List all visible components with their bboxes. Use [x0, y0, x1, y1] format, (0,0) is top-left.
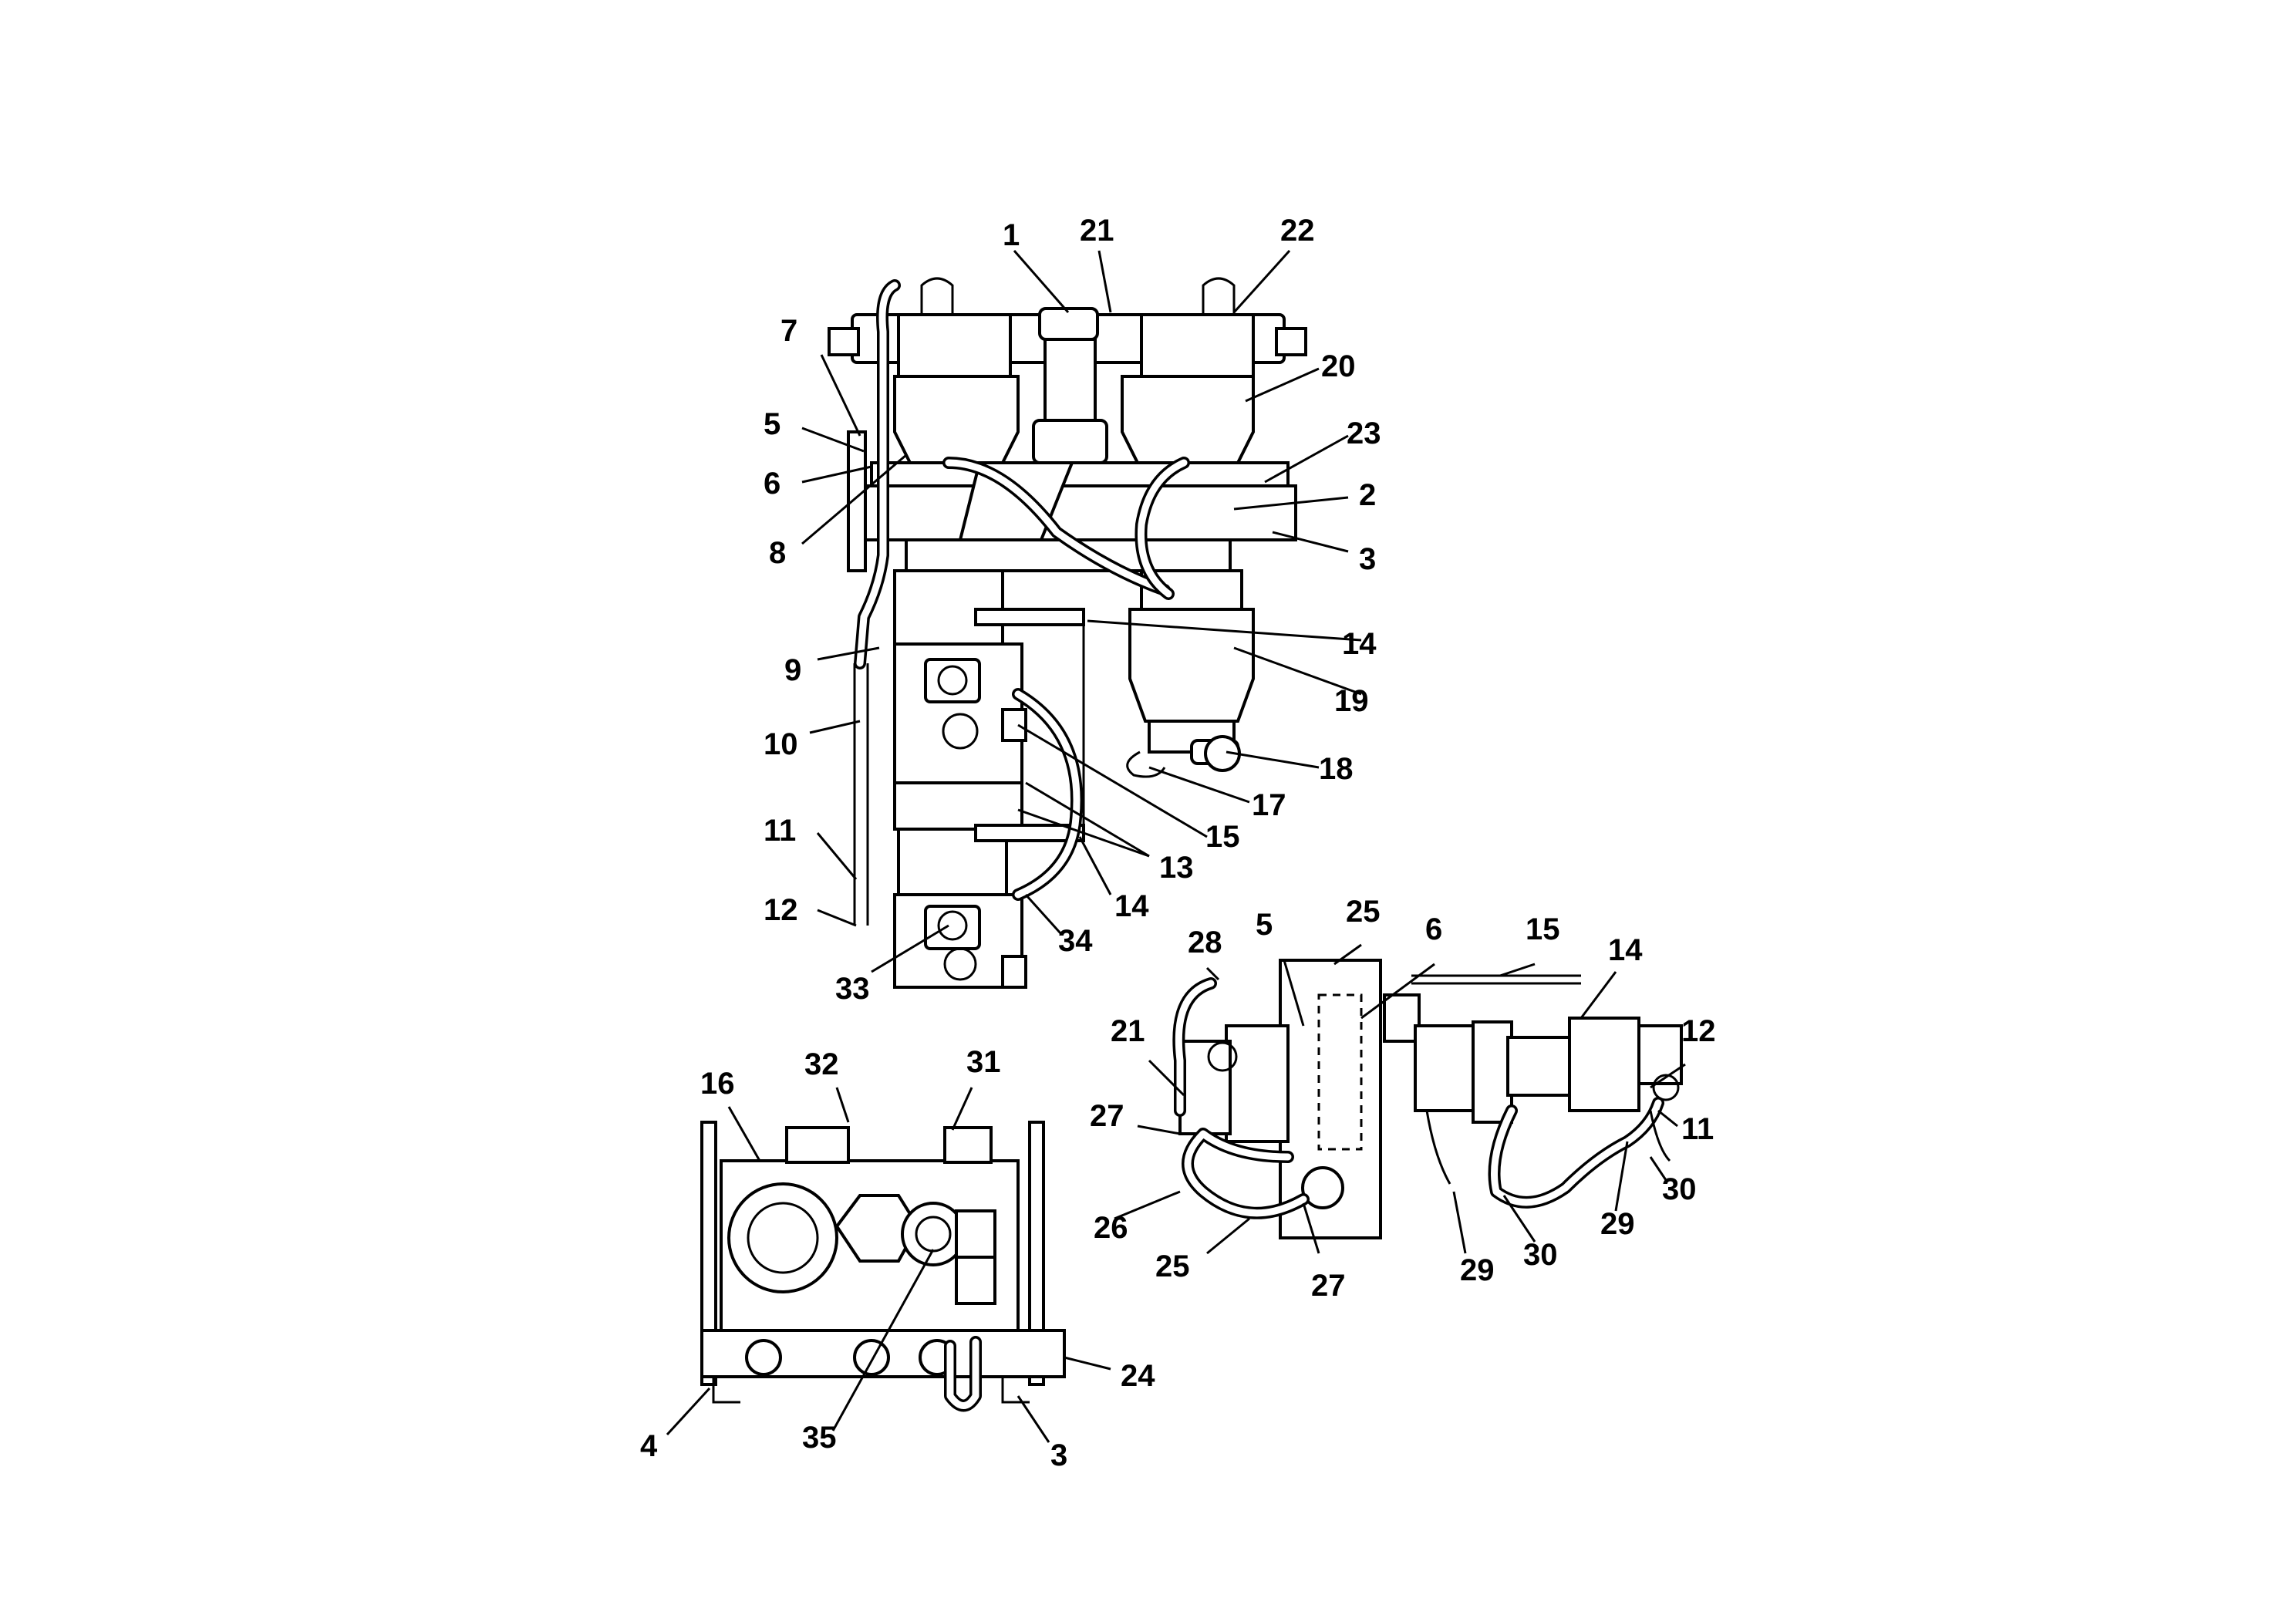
callout-10: 10: [764, 727, 798, 761]
callout-21: 21: [1080, 214, 1114, 248]
callout-23: 23: [1347, 416, 1381, 450]
callout-6: 6: [764, 467, 781, 501]
callouts-side-view: 25 28 5 6 15 14 21 12 27 11 30 26 29 25 …: [1090, 895, 1716, 1303]
callout-24: 24: [1121, 1359, 1155, 1393]
callout-34: 34: [1058, 924, 1093, 958]
callout-4: 4: [640, 1429, 658, 1463]
callout-13: 13: [1159, 851, 1194, 885]
callout-2: 2: [1359, 478, 1376, 512]
callout-30-right: 30: [1662, 1172, 1697, 1206]
callout-15-side: 15: [1526, 912, 1560, 946]
pump-assembly-front-view: [828, 277, 1307, 989]
callout-6-side: 6: [1425, 912, 1442, 946]
callout-30-left: 30: [1523, 1238, 1558, 1272]
callout-28: 28: [1188, 926, 1222, 959]
callout-14-mid: 14: [1114, 889, 1149, 923]
callout-19: 19: [1334, 684, 1369, 718]
callout-25-bottom: 25: [1155, 1249, 1190, 1283]
callout-16: 16: [700, 1067, 735, 1101]
callout-12-top: 12: [764, 893, 798, 927]
callout-9: 9: [784, 653, 801, 687]
callout-35: 35: [802, 1421, 837, 1455]
callout-31: 31: [966, 1045, 1001, 1079]
callout-17: 17: [1252, 788, 1286, 822]
callout-11-side: 11: [1681, 1112, 1714, 1146]
callout-22: 22: [1280, 214, 1315, 248]
callout-3-top: 3: [1359, 542, 1376, 576]
callout-29-right: 29: [1600, 1207, 1635, 1241]
callout-15-top: 15: [1205, 820, 1240, 854]
callout-21-side: 21: [1111, 1014, 1145, 1048]
callout-5-side: 5: [1256, 908, 1273, 942]
callouts-rear-view: 32 31 16 24 4 35 3: [640, 1045, 1155, 1472]
callouts-top-view: 1 21 22 7 20 5 23 6 2 8 3 14 9 19 10 18 …: [764, 214, 1381, 1006]
callout-1: 1: [1003, 218, 1020, 252]
callout-8: 8: [769, 536, 786, 570]
pump-assembly-side-view: [1172, 959, 1683, 1239]
callout-27-lower: 27: [1311, 1269, 1346, 1303]
callout-20: 20: [1321, 349, 1356, 383]
callout-14-side: 14: [1608, 933, 1643, 967]
callout-18: 18: [1319, 752, 1354, 786]
callout-3-rear: 3: [1050, 1438, 1067, 1472]
callout-14-top: 14: [1342, 627, 1377, 661]
callout-25-top: 25: [1346, 895, 1381, 929]
callout-29-left: 29: [1460, 1253, 1495, 1287]
callout-32: 32: [804, 1047, 839, 1081]
callout-33: 33: [835, 972, 870, 1006]
callout-5: 5: [764, 407, 781, 441]
callout-7: 7: [781, 314, 797, 348]
leader-lines: [666, 249, 1686, 1443]
pump-assembly-rear-view: [700, 1121, 1066, 1412]
callout-11-top: 11: [764, 814, 796, 848]
callout-26: 26: [1094, 1211, 1128, 1245]
callout-12-side: 12: [1681, 1014, 1716, 1048]
callout-27-upper: 27: [1090, 1099, 1124, 1133]
